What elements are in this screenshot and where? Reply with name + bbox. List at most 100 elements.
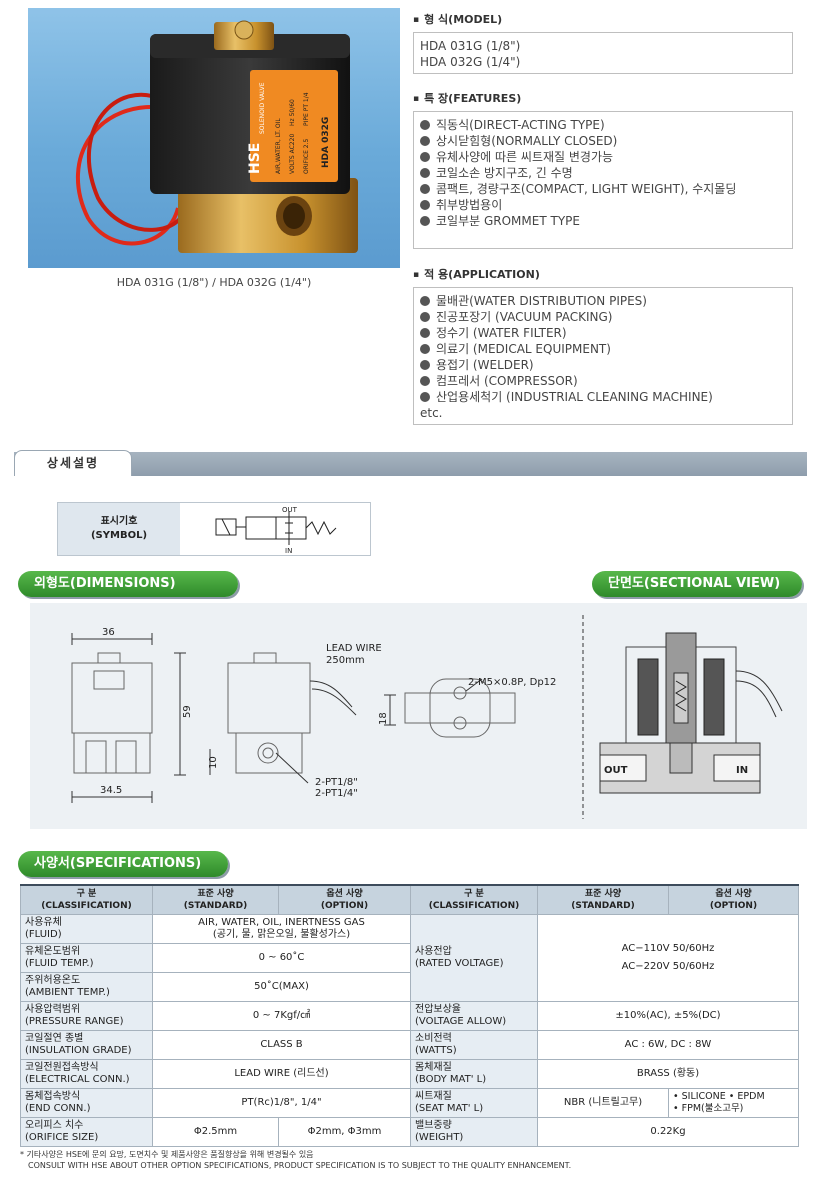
label-line1: SOLENOID VALVE [259, 82, 266, 134]
cell-pressure-value: 0 ~ 7Kgf/㎠ [152, 1000, 411, 1031]
symbol-box: 표시기호 (SYMBOL) OUT IN [57, 502, 371, 556]
table-row: 주위허용온도(AMBIENT TEMP.) 50˚C(MAX) [20, 971, 799, 1002]
application-item: 정수기 (WATER FILTER) [420, 325, 786, 341]
cell-fluid-temp-value: 0 ~ 60˚C [152, 942, 411, 973]
cell-seat-option: • SILICONE • EPDM• FPM(불소고무) [668, 1087, 799, 1118]
table-row: 몸체접속방식(END CONN.) PT(Rc)1/8", 1/4" 씨트재질(… [20, 1087, 799, 1118]
cell-seat-standard: NBR (니트릴고무) [537, 1087, 669, 1118]
bullet-icon [420, 168, 430, 178]
col-header-option: 옵션 사양(OPTION) [668, 884, 799, 915]
cell-orifice-option: Φ2mm, Φ3mm [278, 1116, 411, 1147]
symbol-out: OUT [282, 506, 298, 514]
sectional-out: OUT [604, 765, 628, 776]
model-box: HDA 031G (1/8") HDA 032G (1/4") [413, 32, 793, 74]
cell-weight-value: 0.22Kg [537, 1116, 799, 1147]
sectional-header: 단면도(SECTIONAL VIEW) [592, 571, 802, 597]
label-line6: Hz 50/60 [289, 99, 296, 126]
cell-fluid-value: AIR, WATER, OIL, INERTNESS GAS(공기, 물, 맑은… [152, 913, 411, 944]
label-model: HDA 032G [321, 117, 331, 168]
bullet-icon [420, 360, 430, 370]
sectional-in: IN [736, 765, 748, 776]
cell-end-conn-value: PT(Rc)1/8", 1/4" [152, 1087, 411, 1118]
cell-orifice-label: 오리피스 치수(ORIFICE SIZE) [20, 1116, 153, 1147]
dimension-drawing-panel: 36 59 34.5 10 LEAD WIRE 250mm 2-PT1/8" 2… [30, 603, 807, 829]
dim-port-2: 2-PT1/4" [315, 788, 358, 799]
col-header-classification: 구 분(CLASSIFICATION) [20, 884, 153, 915]
symbol-label-ko: 표시기호 [100, 516, 138, 527]
bullet-icon [420, 344, 430, 354]
cell-voltage-allow-value: ±10%(AC), ±5%(DC) [537, 1000, 799, 1031]
symbol-label: 표시기호 (SYMBOL) [58, 503, 180, 555]
bullet-icon [420, 200, 430, 210]
cell-fluid-temp-label: 유체온도범위(FLUID TEMP.) [20, 942, 153, 973]
symbol-in: IN [285, 547, 292, 555]
cell-end-conn-label: 몸체접속방식(END CONN.) [20, 1087, 153, 1118]
application-item: 산업용세척기 (INDUSTRIAL CLEANING MACHINE) [420, 389, 786, 405]
table-row: 코일전원접속방식(ELECTRICAL CONN.) LEAD WIRE (리드… [20, 1058, 799, 1089]
dim-lead-length: 250mm [326, 655, 365, 666]
table-row: 코일절연 종별(INSULATION GRADE) CLASS B 소비전력(W… [20, 1029, 799, 1060]
bullet-icon [420, 392, 430, 402]
product-photo: HSE SOLENOID VALVE AIR,WATER, LT. OIL VO… [28, 8, 400, 268]
cell-seat-label: 씨트재질(SEAT MAT' L) [410, 1087, 538, 1118]
tab-detail[interactable]: 상세설명 [14, 450, 132, 476]
features-box: 직동식(DIRECT-ACTING TYPE) 상시닫힘형(NORMALLY C… [413, 111, 793, 249]
cell-voltage-allow-label: 전압보상율(VOLTAGE ALLOW) [410, 1000, 538, 1031]
bullet-icon [420, 312, 430, 322]
table-row: 유체온도범위(FLUID TEMP.) 0 ~ 60˚C [20, 942, 799, 973]
feature-item: 코일부분 GROMMET TYPE [420, 213, 786, 229]
label-line5: PIPE PT 1/4 [303, 92, 310, 126]
dim-height-59: 59 [182, 705, 193, 718]
cell-pressure-label: 사용압력범위(PRESSURE RANGE) [20, 1000, 153, 1031]
label-line2: AIR,WATER, LT. OIL [275, 118, 282, 174]
feature-item: 직동식(DIRECT-ACTING TYPE) [420, 117, 786, 133]
label-line4: ORIFICE 2.5 [303, 139, 310, 174]
table-row: 사용유체(FLUID) AIR, WATER, OIL, INERTNESS G… [20, 913, 799, 1002]
application-tail: etc. [420, 406, 443, 420]
label-brand: HSE [247, 143, 263, 174]
table-row: 사용압력범위(PRESSURE RANGE) 0 ~ 7Kgf/㎠ 전압보상율(… [20, 1000, 799, 1031]
bullet-icon [420, 136, 430, 146]
col-header-classification: 구 분(CLASSIFICATION) [410, 884, 538, 915]
cell-electrical-value: LEAD WIRE (리드선) [152, 1058, 411, 1089]
label-line3: VOLTS AC220 [289, 134, 296, 174]
col-header-option: 옵션 사양(OPTION) [278, 884, 411, 915]
solenoid-valve-illustration: HSE SOLENOID VALVE AIR,WATER, LT. OIL VO… [76, 20, 358, 253]
cell-weight-label: 밸브중량(WEIGHT) [410, 1116, 538, 1147]
symbol-label-en: (SYMBOL) [90, 530, 148, 541]
dim-lead-wire: LEAD WIRE [326, 643, 382, 654]
valve-symbol-diagram: OUT IN [215, 506, 337, 555]
cell-ambient-temp-value: 50˚C(MAX) [152, 971, 411, 1002]
table-row: 구 분(CLASSIFICATION) 표준 사양(STANDARD) 옵션 사… [20, 884, 799, 915]
table-row: 오리피스 치수(ORIFICE SIZE) Φ2.5mm Φ2mm, Φ3mm … [20, 1116, 799, 1147]
bullet-icon [420, 216, 430, 226]
cell-watts-label: 소비전력(WATTS) [410, 1029, 538, 1060]
application-title: 적 용(APPLICATION) [413, 266, 540, 282]
features-title: 특 장(FEATURES) [413, 90, 521, 106]
dim-port-1: 2-PT1/8" [315, 777, 358, 788]
col-header-standard: 표준 사양(STANDARD) [152, 884, 279, 915]
bullet-icon [420, 328, 430, 338]
feature-item: 유체사양에 따른 씨트재질 변경가능 [420, 149, 786, 165]
bullet-icon [420, 376, 430, 386]
dim-width-345: 34.5 [100, 785, 122, 796]
bullet-icon [420, 296, 430, 306]
cell-watts-value: AC : 6W, DC : 8W [537, 1029, 799, 1060]
footnote-ko: * 기타사양은 HSE에 문의 요망, 도면치수 및 제품사양은 품질향상을 위… [20, 1150, 314, 1159]
application-item: 진공포장기 (VACUUM PACKING) [420, 309, 786, 325]
application-box: 물배관(WATER DISTRIBUTION PIPES) 진공포장기 (VAC… [413, 287, 793, 425]
dim-height-18: 18 [378, 712, 389, 725]
dim-width-36: 36 [102, 627, 115, 638]
feature-item: 상시닫힘형(NORMALLY CLOSED) [420, 133, 786, 149]
detail-tab-bar: 상세설명 [14, 450, 807, 476]
application-item: 물배관(WATER DISTRIBUTION PIPES) [420, 293, 786, 309]
cell-voltage-label: 사용전압(RATED VOLTAGE) [410, 913, 538, 1002]
dim-height-10: 10 [208, 756, 219, 769]
dim-screw: 2-M5×0.8P, Dp12 [468, 677, 556, 688]
cell-ambient-temp-label: 주위허용온도(AMBIENT TEMP.) [20, 971, 153, 1002]
feature-item: 취부방법용이 [420, 197, 786, 213]
bullet-icon [420, 120, 430, 130]
col-header-standard: 표준 사양(STANDARD) [537, 884, 669, 915]
product-caption: HDA 031G (1/8") / HDA 032G (1/4") [116, 276, 312, 289]
